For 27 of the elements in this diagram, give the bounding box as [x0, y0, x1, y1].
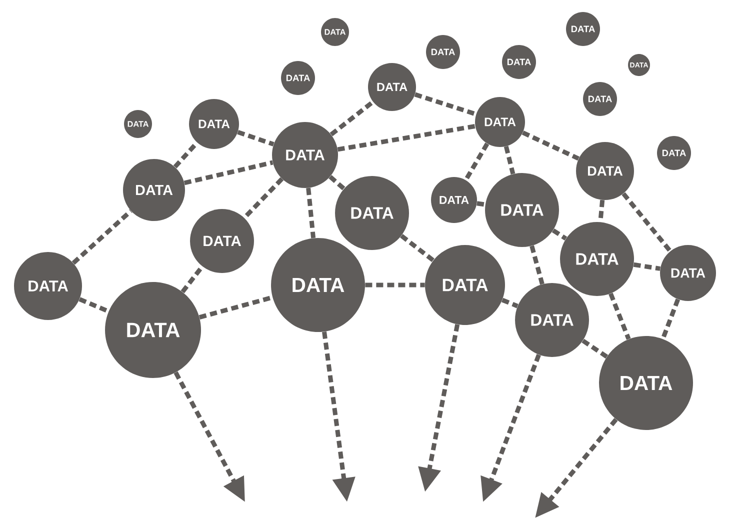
dashed-line	[552, 228, 568, 241]
dashed-line	[306, 188, 316, 238]
dashed-line	[530, 245, 544, 285]
dashed-line	[184, 160, 274, 186]
dashed-line	[622, 192, 672, 253]
dashed-line	[501, 298, 518, 308]
dashed-line	[330, 100, 374, 136]
dashed-line	[337, 124, 476, 152]
dashed-line	[464, 142, 490, 182]
dashed-line	[414, 92, 477, 116]
dashed-line	[328, 175, 346, 190]
dashed-line	[237, 130, 274, 146]
dashed-line	[198, 295, 274, 320]
dashed-line	[660, 298, 680, 340]
dashed-line	[180, 265, 204, 294]
dashed-line	[582, 338, 608, 359]
dashed-line	[72, 209, 132, 265]
dashed-line	[400, 234, 435, 262]
dashed-line	[522, 130, 580, 161]
dashed-line	[608, 292, 631, 340]
dashed-line	[633, 262, 660, 271]
dashed-line	[173, 141, 199, 168]
dashed-line	[504, 146, 516, 174]
dashed-line	[476, 201, 486, 207]
dashed-line	[365, 282, 425, 288]
dashed-line	[242, 177, 284, 220]
dashed-line	[78, 297, 110, 314]
